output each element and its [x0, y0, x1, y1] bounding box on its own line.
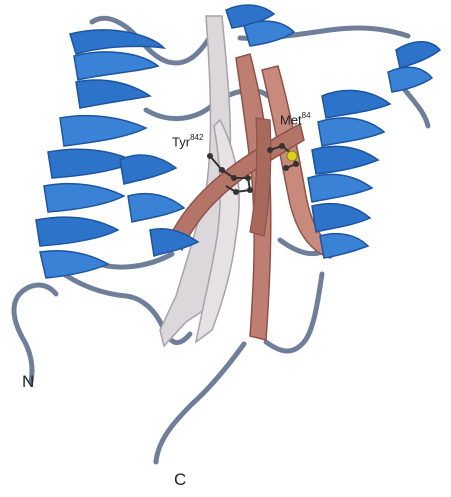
c-terminus-label: C [174, 470, 186, 490]
met-residue-name: Met [280, 112, 302, 127]
tyr-residue-number: 842 [190, 133, 203, 142]
met-residue-number: 84 [302, 111, 311, 120]
n-terminus-label: N [22, 372, 34, 392]
tyr-residue-label: Tyr842 [172, 134, 203, 149]
coil-bottom-right [266, 274, 322, 351]
sulfur-atom [287, 151, 297, 161]
met-residue-label: Met84 [280, 112, 311, 127]
alpha-helix-left [36, 30, 198, 278]
coil-n-terminal [14, 285, 56, 382]
coil-right [402, 86, 428, 126]
coil-c-terminal [156, 344, 244, 462]
alpha-helix-top [226, 5, 294, 46]
tyr-residue-name: Tyr [172, 134, 190, 149]
alpha-helix-right [308, 42, 440, 258]
